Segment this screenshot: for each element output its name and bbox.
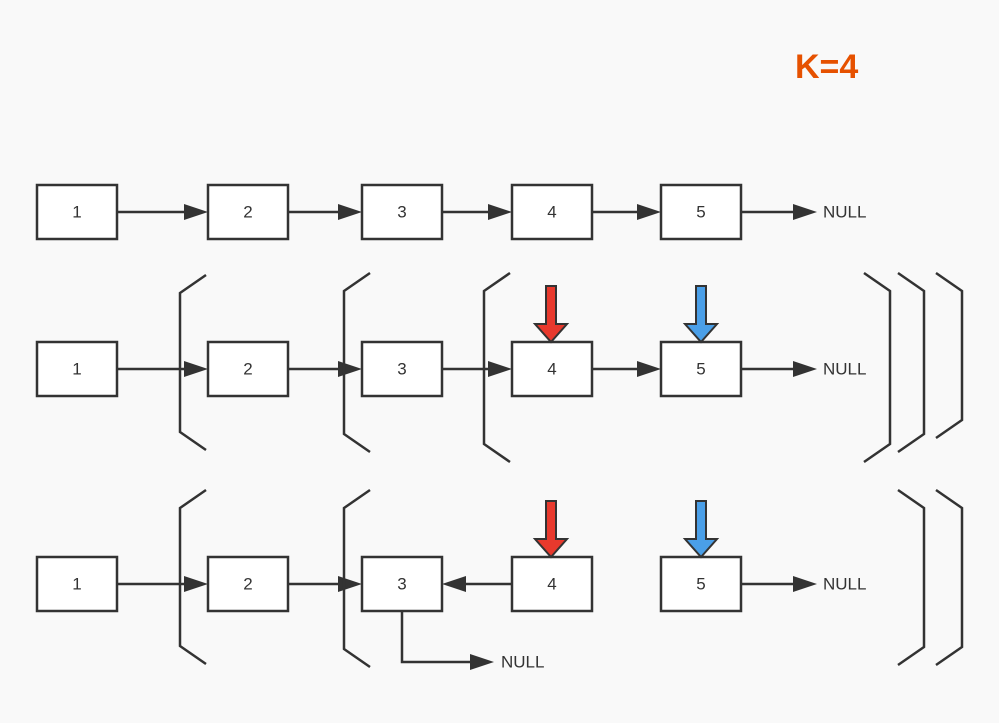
- null-label: NULL: [823, 360, 866, 379]
- node-label: 3: [397, 203, 406, 222]
- node-box: [510, 340, 594, 398]
- right-bracket: [897, 488, 926, 667]
- k-title: K=4: [795, 48, 859, 86]
- node-label: 3: [397, 575, 406, 594]
- node-label: 3: [397, 360, 406, 379]
- node-label: 5: [696, 203, 705, 222]
- right-bracket: [935, 488, 964, 667]
- right-bracket: [897, 271, 926, 454]
- left-bracket: [342, 271, 371, 454]
- node-box: [35, 340, 119, 398]
- null-label: NULL: [823, 203, 866, 222]
- node-label: 1: [72, 203, 81, 222]
- node-label: 4: [547, 203, 556, 222]
- node-label: 2: [243, 203, 252, 222]
- arrow-head: [184, 204, 208, 220]
- red-pointer-arrow: [532, 285, 570, 344]
- arrow-head: [793, 204, 817, 220]
- arrow-head: [793, 576, 817, 592]
- arrow-head: [184, 361, 208, 377]
- right-bracket: [863, 271, 892, 464]
- arrow-head: [338, 576, 362, 592]
- arrow-head: [488, 361, 512, 377]
- blue-pointer-arrow: [682, 285, 720, 344]
- arrow-head: [637, 204, 661, 220]
- node-box: [206, 183, 290, 241]
- arrow-head: [470, 654, 494, 670]
- left-bracket: [178, 273, 207, 452]
- node-box: [360, 340, 444, 398]
- node-box: [360, 183, 444, 241]
- left-bracket: [482, 271, 511, 464]
- arrow-head: [793, 361, 817, 377]
- node-label: 4: [547, 360, 556, 379]
- blue-pointer-arrow: [682, 500, 720, 559]
- right-bracket: [935, 271, 964, 440]
- arrow-head: [637, 361, 661, 377]
- node-box: [35, 555, 119, 613]
- arrow-head: [184, 576, 208, 592]
- node-label: 2: [243, 575, 252, 594]
- node-box: [206, 340, 290, 398]
- arrow-head: [442, 576, 466, 592]
- null-label: NULL: [501, 653, 544, 672]
- node-label: 1: [72, 575, 81, 594]
- arrow-head: [488, 204, 512, 220]
- node-box: [510, 183, 594, 241]
- left-bracket: [342, 488, 371, 669]
- arrow-head: [338, 204, 362, 220]
- node-box: [35, 183, 119, 241]
- node-label: 4: [547, 575, 556, 594]
- node-label: 1: [72, 360, 81, 379]
- node-label: 2: [243, 360, 252, 379]
- left-bracket: [178, 488, 207, 666]
- node-box: [206, 555, 290, 613]
- red-pointer-arrow: [532, 500, 570, 559]
- node-box: [659, 183, 743, 241]
- node-label: 5: [696, 575, 705, 594]
- arrow-head: [338, 361, 362, 377]
- null-label: NULL: [823, 575, 866, 594]
- node-label: 5: [696, 360, 705, 379]
- edge-line: [400, 611, 476, 664]
